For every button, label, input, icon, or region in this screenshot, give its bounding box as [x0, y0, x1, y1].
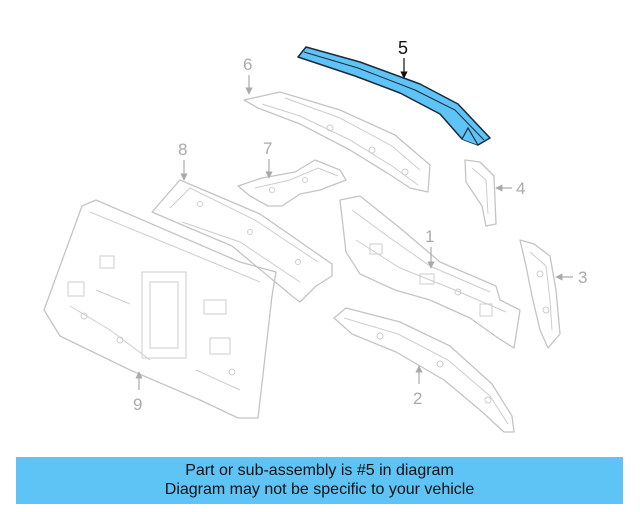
callout-5: 5: [398, 38, 408, 58]
part-6-upper-panel: [243, 91, 431, 193]
callout-1: 1: [425, 227, 434, 246]
callout-7: 7: [263, 139, 272, 158]
banner-line-2: Diagram may not be specific to your vehi…: [164, 481, 475, 498]
part-7-bracket: [237, 159, 347, 207]
part-2-lower-rail: [333, 307, 515, 433]
info-banner: Part or sub-assembly is #5 in diagram Di…: [16, 457, 623, 504]
callout-4: 4: [516, 179, 525, 198]
part-5-roof-rail[interactable]: [297, 46, 491, 146]
part-8-cross-member: [151, 179, 333, 303]
part-1-rear-panel: [339, 195, 521, 349]
callout-9: 9: [133, 395, 142, 414]
callout-6: 6: [243, 55, 252, 74]
banner-line-1: Part or sub-assembly is #5 in diagram: [185, 462, 454, 479]
part-9-bulkhead-panel: [43, 199, 277, 419]
part-3-side-bracket: [519, 239, 561, 349]
parts-diagram: 5 6 7 8 4: [43, 38, 587, 433]
callout-8: 8: [178, 140, 187, 159]
part-4-corner-piece: [464, 159, 497, 227]
callout-3: 3: [578, 268, 587, 287]
callout-2: 2: [413, 389, 422, 408]
